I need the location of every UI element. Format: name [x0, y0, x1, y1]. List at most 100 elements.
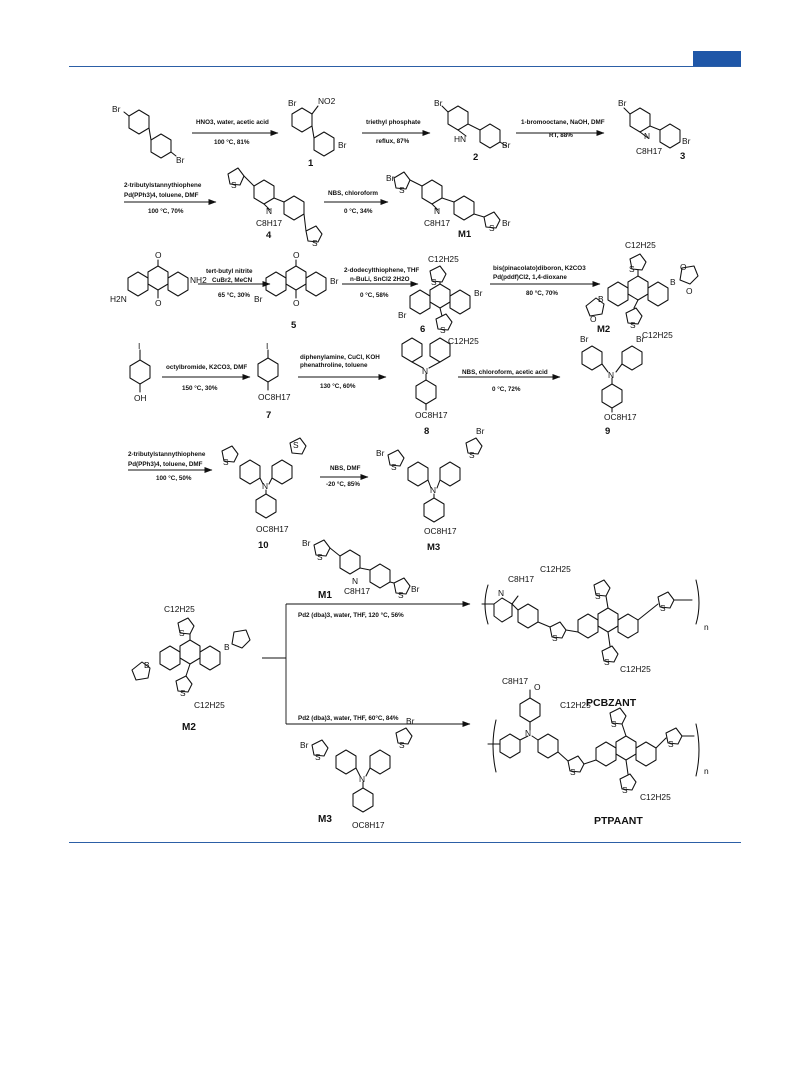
- atom-o: O: [686, 286, 693, 296]
- alkyl-c8h17: C8H17: [344, 586, 370, 596]
- condition-line: 0 °C, 72%: [492, 385, 521, 393]
- atom-s: S: [622, 785, 628, 795]
- condition-line: 130 °C, 60%: [320, 382, 356, 390]
- group-nh2: NH2: [190, 275, 207, 285]
- route-conditions: Pd2 (dba)3, water, THF, 60°C, 84%: [298, 714, 399, 722]
- atom-br: Br: [411, 584, 420, 594]
- atom-b: B: [598, 294, 604, 304]
- compound-8-structure: N OC8H17 8: [401, 337, 451, 437]
- condition-line: NBS, chloroform, acetic acid: [462, 369, 548, 376]
- compound-number: 1: [308, 158, 314, 169]
- atom-br: Br: [288, 98, 297, 108]
- atom-o: O: [590, 314, 597, 324]
- compound-number: 10: [258, 540, 269, 551]
- condition-line: -20 °C, 85%: [326, 480, 360, 488]
- atom-s: S: [595, 591, 601, 601]
- condition-line: NBS, DMF: [330, 465, 361, 472]
- alkyl-c8h17: C8H17: [424, 218, 450, 228]
- atom-o: O: [293, 250, 300, 260]
- atom-br: Br: [254, 294, 263, 304]
- atom-s: S: [668, 739, 674, 749]
- alkyl-c8h17: C8H17: [508, 574, 534, 584]
- atom-n: N: [430, 485, 436, 495]
- monomer-label: M3: [318, 814, 332, 825]
- compound-m2-structure: C12H25 S S B B O O O C12H25 M2: [585, 240, 699, 340]
- compound-number: 3: [680, 151, 685, 162]
- condition-line: 65 °C, 30%: [218, 291, 250, 299]
- polymer-monomer-m1: Br S S Br N C8H17 M1: [302, 538, 420, 601]
- polymer-pcbzant-structure: N C8H17 S C12H25 S S C12H25 S n PCBZANT: [481, 564, 709, 709]
- atom-s: S: [293, 440, 299, 450]
- polymer-monomer-m2: C12H25 S S B B C12H25 M2: [131, 604, 251, 733]
- compound-7-structure: I OC8H17 7: [257, 341, 291, 421]
- polymer-monomer-m3: Br S S Br N OC8H17 M3: [300, 716, 415, 830]
- condition-line: phenathroline, toluene: [300, 362, 368, 369]
- atom-br: Br: [502, 218, 511, 228]
- atom-hn: HN: [454, 134, 466, 144]
- compound-3-structure: Br N Br C8H17 3: [618, 98, 691, 162]
- atom-s: S: [611, 719, 617, 729]
- alkyl-c12h25: C12H25: [428, 254, 459, 264]
- footer-rule: [69, 842, 741, 843]
- condition-line: 2-tributylstannythiophene: [124, 182, 202, 189]
- alkyl-c12h25: C12H25: [194, 700, 225, 710]
- atom-br: Br: [474, 288, 483, 298]
- atom-br: Br: [398, 310, 407, 320]
- alkyl-c12h25: C12H25: [642, 330, 673, 340]
- atom-n: N: [644, 131, 650, 141]
- atom-br: Br: [386, 173, 395, 183]
- alkyl-c8h17: C8H17: [636, 146, 662, 156]
- condition-line: tert-butyl nitrite: [206, 268, 253, 275]
- alkyl-c12h25: C12H25: [560, 700, 591, 710]
- alkyl-c8h17: C8H17: [256, 218, 282, 228]
- compound-number: 2: [473, 152, 478, 163]
- route-conditions: Pd2 (dba)3, water, THF, 120 °C, 56%: [298, 611, 404, 619]
- atom-br: Br: [502, 140, 511, 150]
- compound-number: M2: [597, 324, 610, 335]
- condition-line: 0 °C, 58%: [360, 291, 389, 299]
- repeat-n: n: [704, 622, 709, 632]
- condition-line: n-BuLi, SnCl2 2H2O: [350, 276, 410, 283]
- repeat-n: n: [704, 766, 709, 776]
- atom-br: Br: [682, 136, 691, 146]
- compound-number: 8: [424, 426, 429, 437]
- atom-br: Br: [330, 276, 339, 286]
- group-oc8h17: OC8H17: [258, 392, 291, 402]
- group-oc8h17: OC8H17: [352, 820, 385, 830]
- atom-br: Br: [476, 426, 485, 436]
- atom-br: Br: [338, 140, 347, 150]
- condition-line: 100 °C, 50%: [156, 474, 192, 482]
- atom-s: S: [399, 185, 405, 195]
- atom-s: S: [660, 603, 666, 613]
- atom-s: S: [552, 633, 558, 643]
- condition-line: diphenylamine, CuCl, KOH: [300, 354, 380, 361]
- compound-5-structure: O O Br Br 5: [254, 250, 339, 331]
- atom-br: Br: [406, 716, 415, 726]
- atom-s: S: [398, 590, 404, 600]
- group-oc8h17: OC8H17: [415, 410, 448, 420]
- atom-n: N: [352, 576, 358, 586]
- atom-o: O: [155, 298, 162, 308]
- atom-br: Br: [618, 98, 627, 108]
- condition-line: octylbromide, K2CO3, DMF: [166, 364, 247, 371]
- atom-b: B: [144, 660, 150, 670]
- compound-m1-structure: Br S S Br N C8H17 M1: [386, 171, 511, 240]
- atom-s: S: [399, 740, 405, 750]
- atom-s: S: [312, 238, 318, 248]
- atom-o: O: [293, 298, 300, 308]
- compound-m3-structure: Br S S Br N OC8H17 M3: [376, 426, 485, 553]
- group-h2n: H2N: [110, 294, 127, 304]
- atom-n: N: [525, 728, 531, 738]
- compound-1-structure: Br NO2 Br 1: [288, 96, 347, 169]
- compound-4-structure: S S N C8H17 4: [227, 167, 323, 248]
- condition-line: 0 °C, 34%: [344, 207, 373, 215]
- monomer-label: M1: [318, 590, 332, 601]
- compound-number: 7: [266, 410, 271, 421]
- header-rule: [69, 66, 741, 67]
- condition-line: 1-bromooctane, NaOH, DMF: [521, 119, 605, 126]
- condition-line: triethyl phosphate: [366, 119, 421, 126]
- condition-line: bis(pinacolato)diboron, K2CO3: [493, 265, 586, 272]
- atom-s: S: [604, 657, 610, 667]
